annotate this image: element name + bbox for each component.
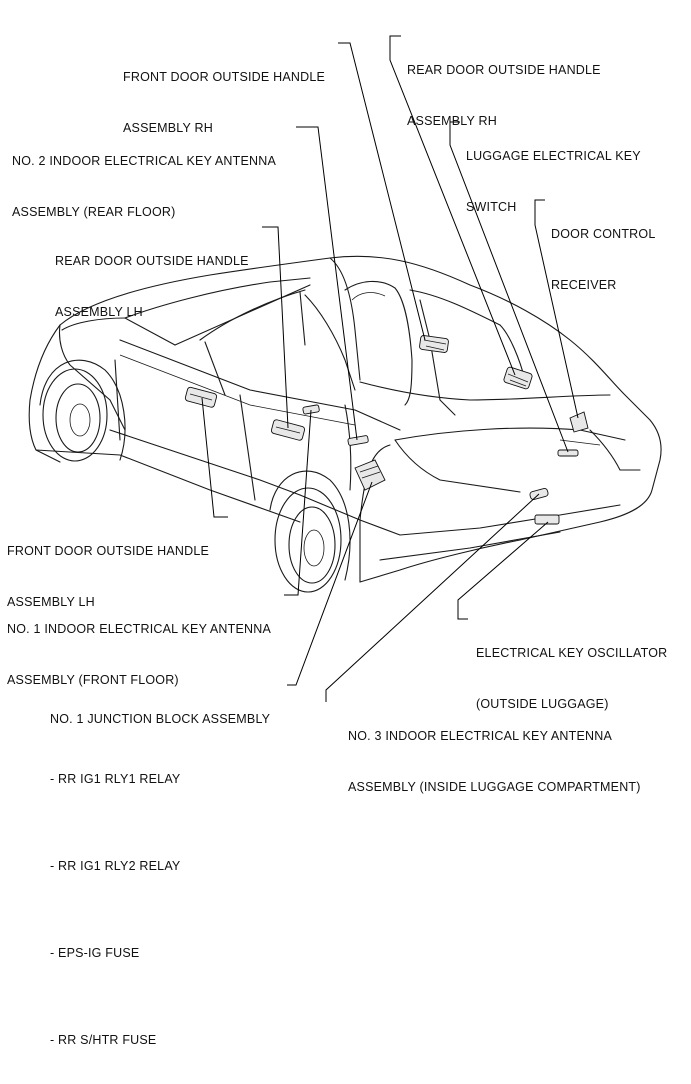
label-no1-antenna: NO. 1 INDOOR ELECTRICAL KEY ANTENNA ASSE… [7,587,271,706]
label-front-door-handle-rh: FRONT DOOR OUTSIDE HANDLE ASSEMBLY RH [123,35,325,154]
rear-wheel [269,470,351,593]
label-line: NO. 1 JUNCTION BLOCK ASSEMBLY [50,712,271,726]
list-item: - RR IG1 RLY1 RELAY [50,772,181,786]
list-item: - EPS-IG FUSE [50,946,140,960]
label-line: NO. 1 INDOOR ELECTRICAL KEY ANTENNA [7,622,272,636]
label-line: FRONT DOOR OUTSIDE HANDLE [7,544,210,558]
rear-door-handle-rh-part [503,366,533,390]
door-control-receiver-part [569,411,589,433]
label-line: ASSEMBLY (REAR FLOOR) [12,205,176,219]
label-line: (OUTSIDE LUGGAGE) [476,697,609,711]
rear-door-handle-lh-part [270,419,306,441]
luggage-switch-part [557,449,579,457]
label-rear-door-handle-rh: REAR DOOR OUTSIDE HANDLE ASSEMBLY RH [407,28,601,147]
label-no3-antenna: NO. 3 INDOOR ELECTRICAL KEY ANTENNA ASSE… [348,694,641,813]
key-oscillator-part [534,514,560,525]
label-front-door-handle-lh: FRONT DOOR OUTSIDE HANDLE ASSEMBLY LH [7,509,209,628]
label-line: ASSEMBLY RH [123,121,213,135]
label-line: RECEIVER [551,278,617,292]
no1-antenna-part [302,404,320,415]
label-line: ASSEMBLY LH [55,305,143,319]
label-line: REAR DOOR OUTSIDE HANDLE [55,254,249,268]
label-line: LUGGAGE ELECTRICAL KEY [466,149,641,163]
junction-block-part [354,459,386,491]
label-key-oscillator: ELECTRICAL KEY OSCILLATOR (OUTSIDE LUGGA… [476,611,667,730]
label-line: ELECTRICAL KEY OSCILLATOR [476,646,668,660]
label-line: FRONT DOOR OUTSIDE HANDLE [123,70,326,84]
label-line: ASSEMBLY (FRONT FLOOR) [7,673,179,687]
label-luggage-switch: LUGGAGE ELECTRICAL KEY SWITCH [466,114,641,233]
front-wheel [39,359,126,462]
label-line: SWITCH [466,200,517,214]
list-item: - RR S/HTR FUSE [50,1033,157,1047]
label-line: NO. 2 INDOOR ELECTRICAL KEY ANTENNA [12,154,277,168]
component-location-diagram: FRONT DOOR OUTSIDE HANDLE ASSEMBLY RH RE… [7,28,667,1047]
label-line: NO. 3 INDOOR ELECTRICAL KEY ANTENNA [348,729,613,743]
label-line: ASSEMBLY (INSIDE LUGGAGE COMPARTMENT) [348,780,641,794]
junction-block-contents-list: - RR IG1 RLY1 RELAY - RR IG1 RLY2 RELAY … [50,707,180,1084]
no2-antenna-part [347,435,369,446]
label-line: REAR DOOR OUTSIDE HANDLE [407,63,601,77]
label-line: ASSEMBLY RH [407,114,497,128]
front-door-handle-lh-part [184,386,218,408]
label-no2-antenna: NO. 2 INDOOR ELECTRICAL KEY ANTENNA ASSE… [12,119,276,238]
label-line: ASSEMBLY LH [7,595,95,609]
leader-lines [201,35,579,702]
list-item: - RR IG1 RLY2 RELAY [50,859,181,873]
label-line: DOOR CONTROL [551,227,656,241]
front-door-handle-rh-part [419,335,449,353]
label-rear-door-handle-lh: REAR DOOR OUTSIDE HANDLE ASSEMBLY LH [55,219,249,338]
vehicle-illustration [28,35,662,702]
label-junction-block: NO. 1 JUNCTION BLOCK ASSEMBLY [50,677,270,745]
label-door-control-receiver: DOOR CONTROL RECEIVER [551,192,656,311]
